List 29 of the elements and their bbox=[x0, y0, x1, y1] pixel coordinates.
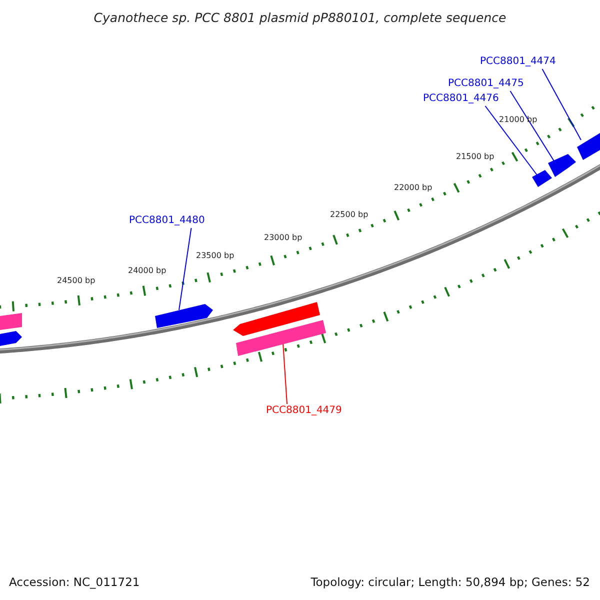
position-label: 24000 bp bbox=[128, 266, 166, 276]
gene-feature bbox=[236, 320, 326, 356]
position-label: 22000 bp bbox=[394, 183, 432, 193]
gene-feature bbox=[0, 331, 22, 346]
gene-feature bbox=[233, 302, 320, 336]
diagram-title: Cyanothece sp. PCC 8801 plasmid pP880101, complete sequence bbox=[92, 10, 508, 25]
summary-text: Topology: circular; Length: 50,894 bp; Genes: 52 bbox=[310, 575, 590, 589]
gene-feature bbox=[548, 154, 576, 177]
leader-line bbox=[282, 342, 288, 404]
gene-feature bbox=[155, 304, 213, 328]
gene-label: PCC8801_4474 bbox=[480, 56, 556, 68]
gene-label: PCC8801_4476 bbox=[423, 93, 499, 105]
position-label: 21500 bp bbox=[456, 152, 494, 162]
position-label: 21000 bp bbox=[499, 115, 538, 125]
leader-line bbox=[510, 90, 554, 162]
leader-line bbox=[484, 106, 538, 176]
gene-label: PCC8801_4475 bbox=[448, 78, 524, 90]
leader-line bbox=[178, 228, 192, 310]
leader-line bbox=[542, 68, 582, 140]
gene-feature bbox=[0, 313, 22, 330]
gene-label: PCC8801_4479 bbox=[266, 405, 342, 417]
position-label: 23000 bp bbox=[264, 233, 302, 243]
gene-feature bbox=[577, 133, 600, 160]
gene-feature bbox=[532, 170, 552, 187]
position-label: 24500 bp bbox=[57, 276, 96, 286]
position-label: 22500 bp bbox=[330, 210, 368, 220]
accession-text: Accession: NC_011721 bbox=[9, 575, 140, 589]
gene-label: PCC8801_4480 bbox=[129, 215, 205, 227]
position-label: 23500 bp bbox=[196, 251, 234, 261]
